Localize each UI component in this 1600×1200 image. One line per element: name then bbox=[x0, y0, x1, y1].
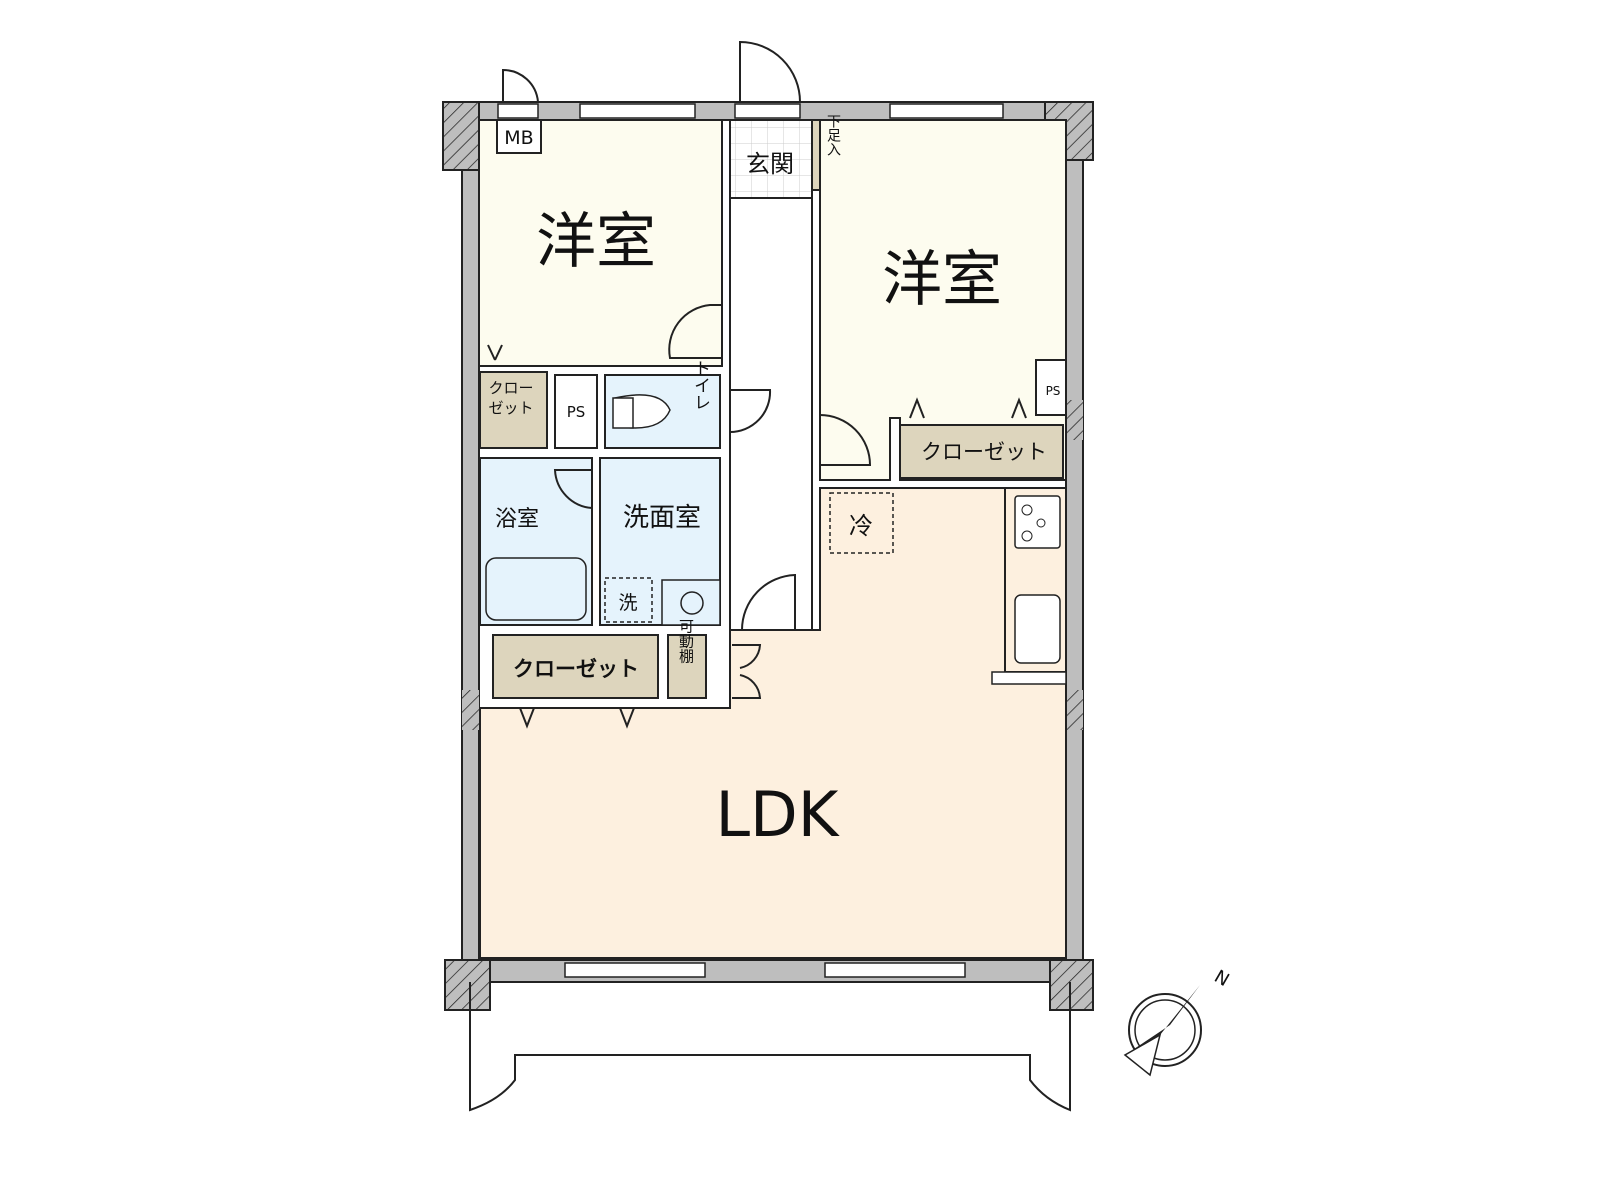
compass-north-label: N bbox=[1211, 966, 1233, 991]
washroom-label: 洗面室 bbox=[623, 503, 701, 533]
fridge-label: 冷 bbox=[849, 512, 873, 540]
closet-hall bbox=[492, 634, 659, 699]
movable-shelf-label: 可動棚 bbox=[677, 619, 695, 664]
washer-space bbox=[604, 577, 653, 623]
fridge-space bbox=[829, 492, 894, 554]
entrance-label: 玄関 bbox=[746, 150, 794, 178]
toilet-label: トイレ bbox=[690, 360, 710, 411]
entrance bbox=[729, 119, 813, 199]
hallway bbox=[729, 197, 813, 631]
ps-right bbox=[1035, 359, 1067, 416]
ps-left bbox=[554, 374, 598, 449]
closet-bedroom-2-label: クローゼット bbox=[921, 440, 1047, 464]
closet-small-label-2: ゼット bbox=[488, 399, 533, 417]
movable-shelf bbox=[667, 634, 707, 699]
closet-hall-label: クローゼット bbox=[513, 657, 639, 681]
bedroom-2-label: 洋室 bbox=[882, 245, 1002, 315]
ps-right-label: PS bbox=[1046, 384, 1061, 398]
compass-icon: N bbox=[1123, 966, 1233, 1077]
shoe-storage-label: 下足入 bbox=[825, 114, 841, 156]
toilet-fixture-icon bbox=[612, 394, 671, 429]
kitchen-sink-icon bbox=[1014, 594, 1061, 664]
bedroom-2 bbox=[819, 119, 1067, 481]
closet-bedroom-2 bbox=[899, 424, 1064, 479]
ldk-label: LDK bbox=[716, 778, 840, 851]
bathtub-icon bbox=[485, 557, 587, 621]
closet-small bbox=[479, 371, 548, 449]
washer-label: 洗 bbox=[618, 592, 637, 614]
balcony bbox=[469, 982, 1071, 1112]
bedroom-1 bbox=[478, 119, 723, 367]
ps-left-label: PS bbox=[567, 403, 586, 421]
stove-icon bbox=[1014, 495, 1061, 549]
counter-ledge bbox=[991, 671, 1067, 685]
windows bbox=[497, 103, 1004, 978]
meter-box-label: MB bbox=[504, 127, 533, 149]
meter-box bbox=[496, 119, 542, 154]
doors bbox=[487, 40, 1027, 729]
sink-counter bbox=[661, 579, 721, 626]
closet-small-label-1: クロー bbox=[488, 379, 533, 397]
bedroom-1-label: 洋室 bbox=[536, 207, 656, 277]
sink-icon bbox=[680, 591, 704, 615]
bathroom-label: 浴室 bbox=[495, 507, 539, 532]
